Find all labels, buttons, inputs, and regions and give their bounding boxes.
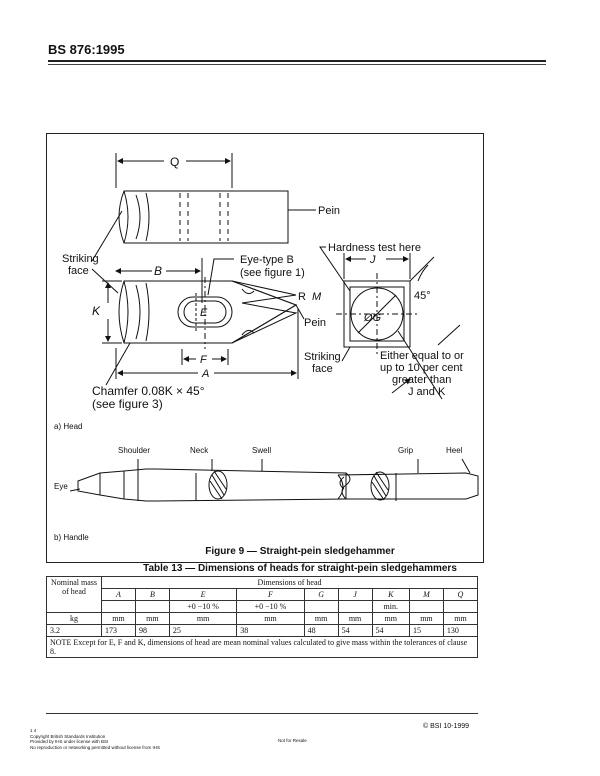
unit-cell: mm [408, 612, 444, 625]
footer-bsi-date: © BSI 10-1999 [423, 723, 470, 730]
cell-value: 38 [236, 624, 305, 637]
col-tol-a [101, 600, 136, 613]
label-either-3: greater than [392, 374, 451, 386]
col-tol-f: +0 −10 % [236, 600, 305, 613]
unit-cell: mm [134, 612, 170, 625]
unit-cell: mm [337, 612, 373, 625]
label-see-fig3: (see figure 3) [92, 397, 163, 411]
label-f: F [200, 354, 208, 366]
figure-caption: Figure 9 — Straight-pein sledgehammer [205, 546, 395, 557]
col-header-e: E [168, 588, 238, 601]
col-tol-q [442, 600, 479, 613]
label-a: A [201, 368, 209, 380]
footer-not-for-resale: Not for Resale [278, 738, 307, 743]
header-rule-thin [48, 64, 546, 65]
sledgehammer-drawing: Q Pein Hardness test here Striking face … [54, 153, 479, 542]
table-caption: Table 13 — Dimensions of heads for strai… [143, 563, 457, 574]
standard-number: BS 876:1995 [48, 42, 125, 57]
figure-frame [46, 133, 484, 563]
col-tol-m [408, 600, 444, 613]
label-either-4: J and K [408, 386, 446, 398]
col-header-a: A [101, 588, 136, 601]
footer-line-3: Provided by IHS under license with BSI [30, 739, 109, 744]
label-r: R [298, 291, 306, 303]
cell-value: 98 [134, 624, 170, 637]
label-shoulder: Shoulder [118, 446, 150, 455]
label-pein-top: Pein [318, 205, 340, 217]
label-m: M [312, 291, 322, 303]
cell-mass: 3.2 [46, 624, 102, 637]
label-swell: Swell [252, 446, 271, 455]
col-header-q: Q [442, 588, 479, 601]
label-either-1: Either equal to or [380, 350, 464, 362]
label-neck: Neck [190, 446, 209, 455]
unit-cell: mm [371, 612, 410, 625]
footer-copyright: 1 4 Copyright British Standards Institut… [30, 728, 160, 750]
unit-cell: mm [236, 612, 305, 625]
label-striking: Striking [62, 253, 99, 265]
table-header-row: Nominal mass of head Dimensions of head [46, 576, 478, 613]
col-header-b: B [134, 588, 170, 601]
tolerance-row: +0 −10 %+0 −10 % min. [47, 600, 479, 613]
footer-line-4: No reproduction or networking permitted … [30, 744, 161, 750]
table-note: NOTE Except for E, F and K, dimensions o… [46, 636, 478, 658]
col-tol-j [337, 600, 373, 613]
footer-line-2: Copyright British Standards Institution [30, 733, 106, 739]
unit-cell: mm [168, 612, 238, 625]
cell-value: 54 [337, 624, 373, 637]
label-either-2: up to 10 per cent [380, 362, 463, 374]
label-eye-type: Eye-type B [240, 254, 294, 266]
col-header-j: J [337, 588, 373, 601]
label-eye: Eye [54, 482, 68, 491]
label-b: B [154, 264, 162, 278]
unit-cell: mm [101, 612, 136, 625]
group-header: Dimensions of head [101, 576, 478, 589]
unit-cell: mm [442, 612, 479, 625]
cell-value: 25 [168, 624, 238, 637]
col-tol-b [134, 600, 170, 613]
col-header-f: F [236, 588, 305, 601]
col-nominal-mass: Nominal mass of head [46, 576, 102, 613]
col-header-k: K [371, 588, 410, 601]
col-tol-k: min. [371, 600, 410, 613]
cell-value: 15 [408, 624, 444, 637]
label-pein-side: Pein [304, 317, 326, 329]
cell-value: 130 [442, 624, 479, 637]
label-j: J [369, 254, 376, 266]
label-chamfer: Chamfer 0.08K × 45° [92, 384, 205, 398]
col-header-g: G [303, 588, 339, 601]
dimensions-table: Nominal mass of head Dimensions of head … [46, 576, 479, 658]
unit-cell: mm [303, 612, 339, 625]
col-tol-e: +0 −10 % [168, 600, 238, 613]
header-rule [48, 60, 546, 62]
label-angle: 45° [414, 290, 431, 302]
part-b-label: b) Handle [54, 533, 89, 542]
note-row: NOTE Except for E, F and K, dimensions o… [46, 636, 478, 658]
label-hardness: Hardness test here [328, 242, 421, 254]
label-see-fig1: (see figure 1) [240, 267, 305, 279]
label-e: E [200, 307, 208, 319]
footer-rule [46, 713, 478, 714]
label-grip: Grip [398, 446, 414, 455]
footer-page-num: 1 4 [30, 728, 37, 733]
cell-value: 54 [371, 624, 410, 637]
label-phi-g: ØG [363, 312, 382, 324]
cell-value: 48 [303, 624, 339, 637]
cell-value: 173 [101, 624, 136, 637]
label-k: K [92, 304, 101, 318]
label-heel: Heel [446, 446, 463, 455]
label-striking-2: Striking [304, 351, 341, 363]
label-face: face [68, 265, 89, 277]
col-header-m: M [408, 588, 444, 601]
col-tol-g [303, 600, 339, 613]
label-face-2: face [312, 363, 333, 375]
unit-kg: kg [46, 612, 102, 625]
part-a-label: a) Head [54, 422, 82, 431]
label-q: Q [170, 155, 179, 169]
